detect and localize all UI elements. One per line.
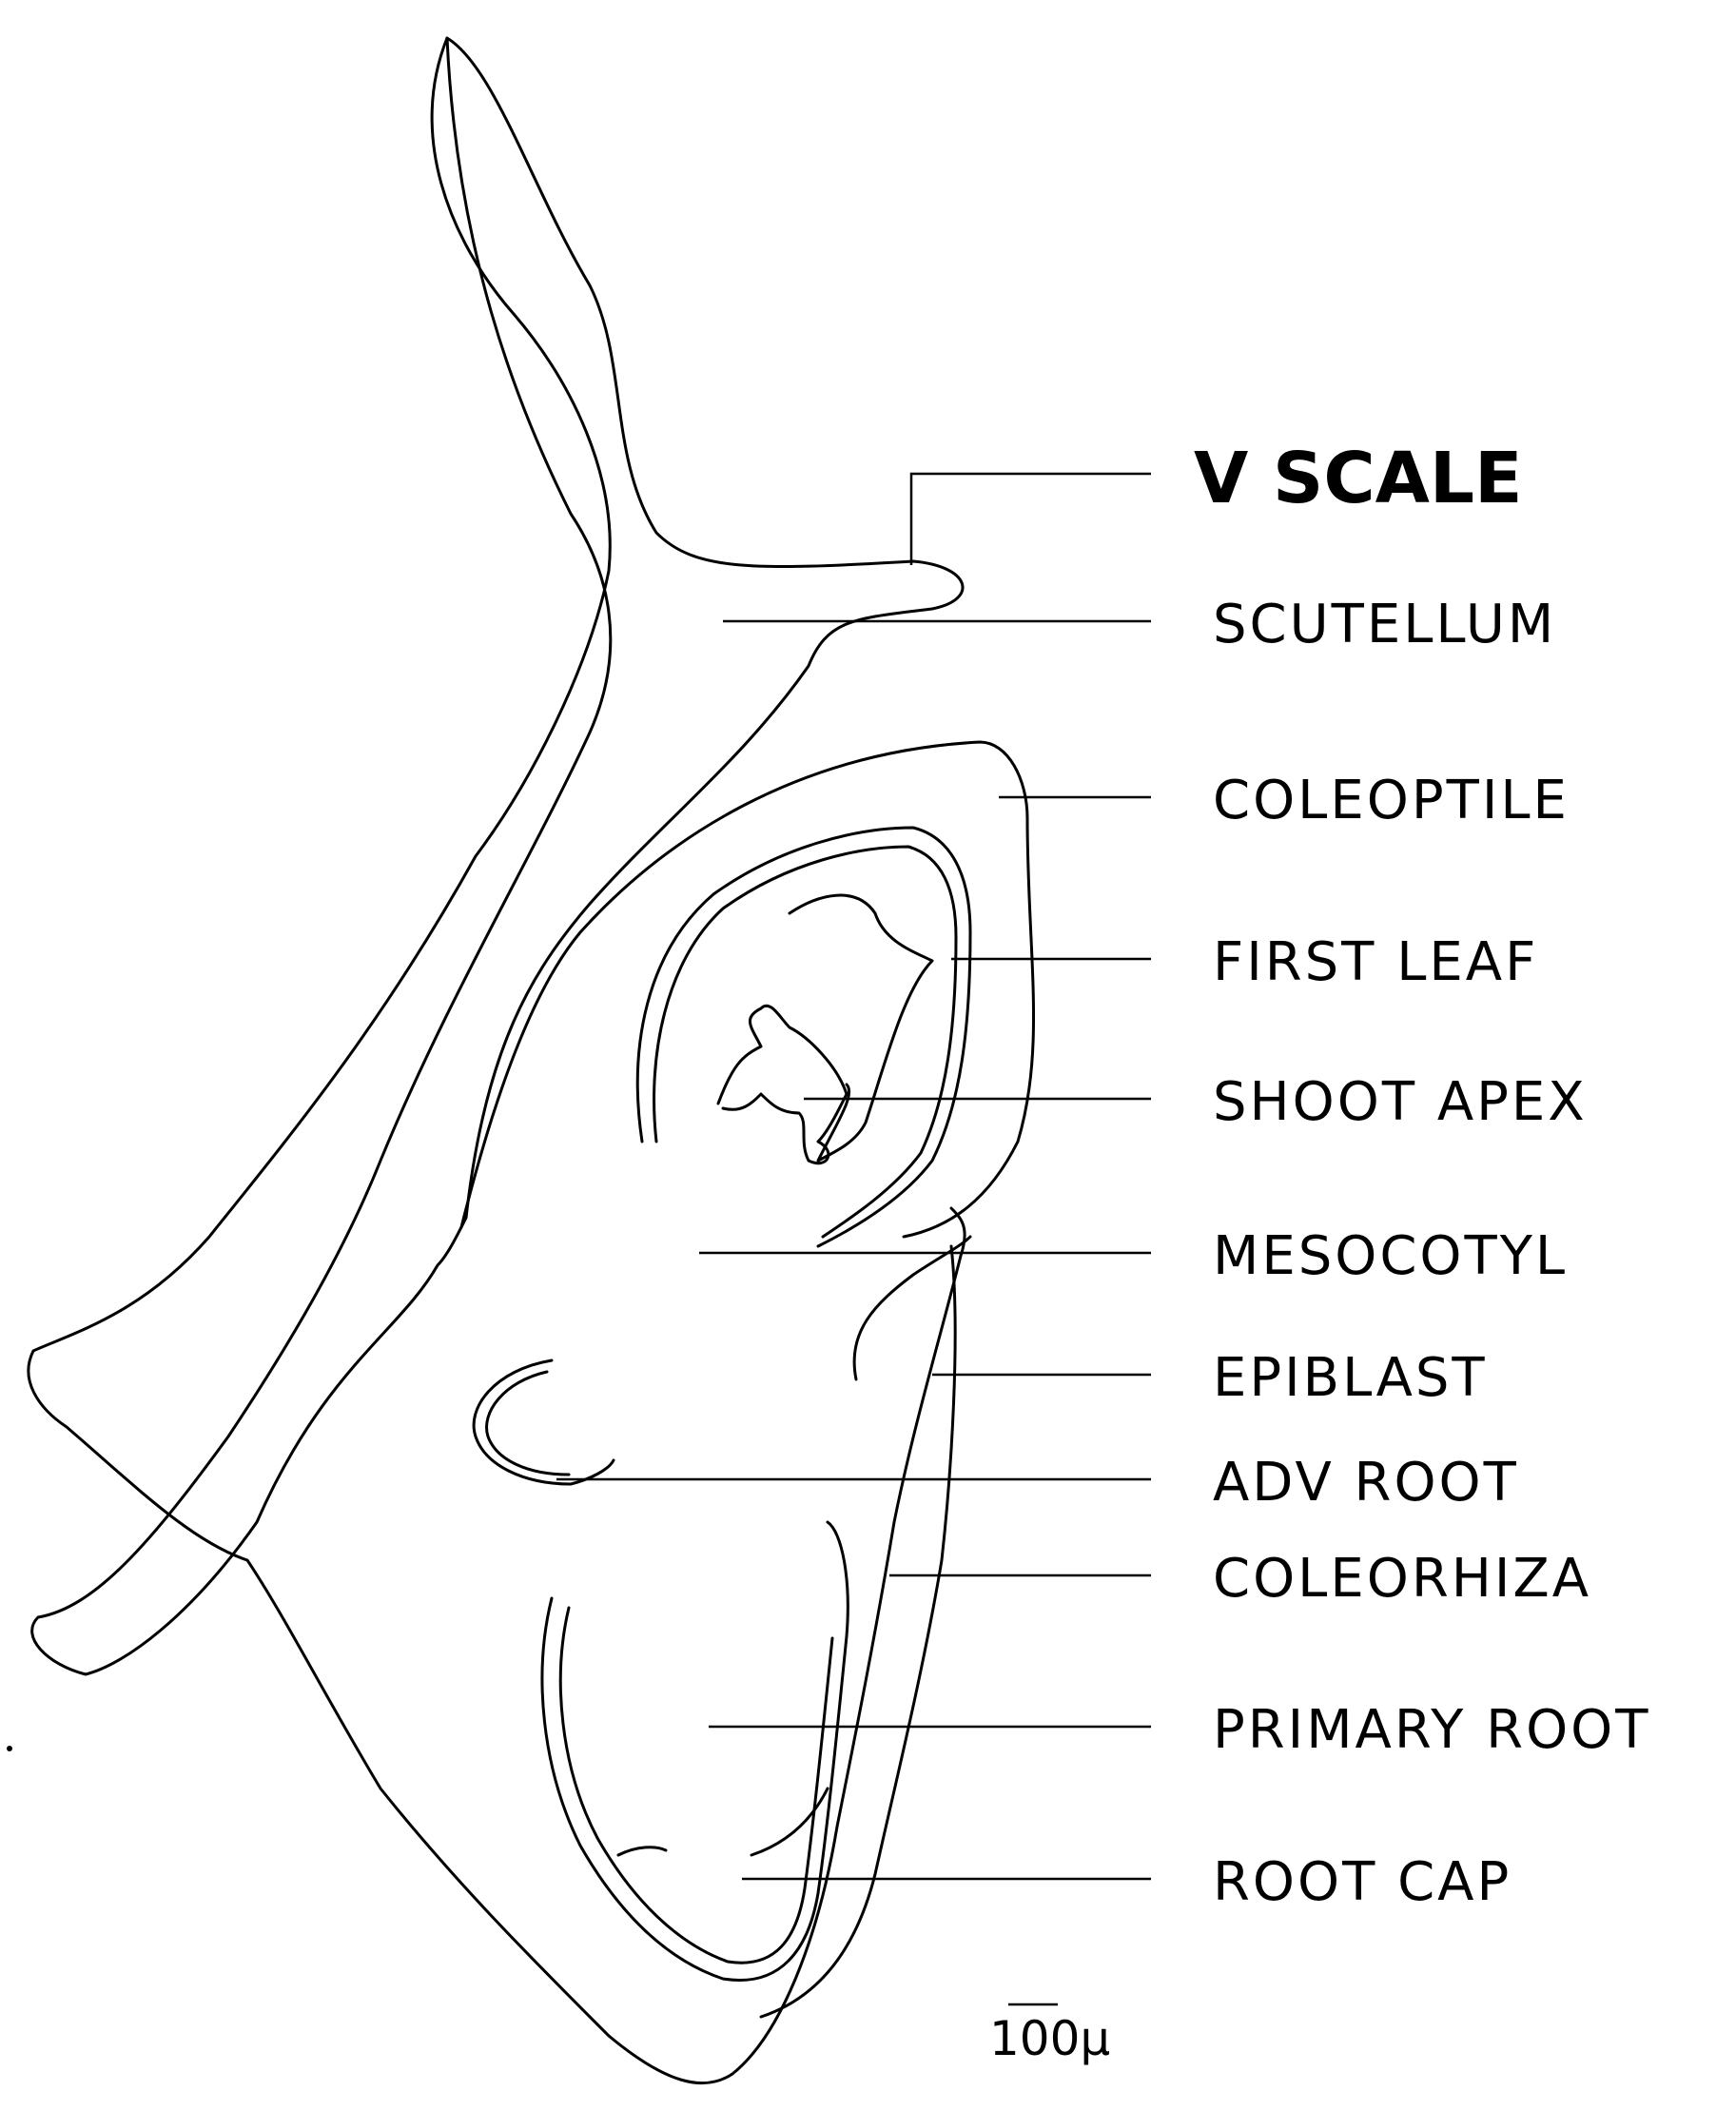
coleorhiza-label: COLEORHIZA (1213, 1548, 1591, 1610)
scale-bar-label: 100μ (989, 2011, 1110, 2066)
coleoptile-label: COLEOPTILE (1213, 770, 1570, 831)
adv-root-inner-outline (487, 1372, 569, 1475)
coleorhiza-outline (761, 1246, 955, 2017)
root-cap-label: ROOT CAP (1213, 1851, 1512, 1913)
mesocotyl-label: MESOCOTYL (1213, 1225, 1568, 1287)
primary-root-outline (542, 1522, 848, 1981)
primary-root-inner-outline (560, 1608, 832, 1963)
first-leaf-label: FIRST LEAF (1213, 931, 1538, 993)
adv-root-outline (474, 1360, 614, 1484)
epiblast-label: EPIBLAST (1213, 1347, 1488, 1409)
root-cap-outline (618, 1847, 666, 1855)
leaf-primordium-outline (790, 895, 932, 1161)
adv-root-label: ADV ROOT (1213, 1452, 1519, 1514)
v-scale-label: V SCALE (1194, 438, 1523, 519)
v-scale-leader (911, 474, 1151, 565)
scutellum-label: SCUTELLUM (1213, 594, 1556, 655)
primary-root-label: PRIMARY ROOT (1213, 1699, 1650, 1761)
shoot-apex-label: SHOOT APEX (1213, 1071, 1588, 1133)
stray-mark (7, 1746, 12, 1751)
scutellum-outline (29, 38, 965, 2083)
embryo-outline (32, 38, 963, 1674)
